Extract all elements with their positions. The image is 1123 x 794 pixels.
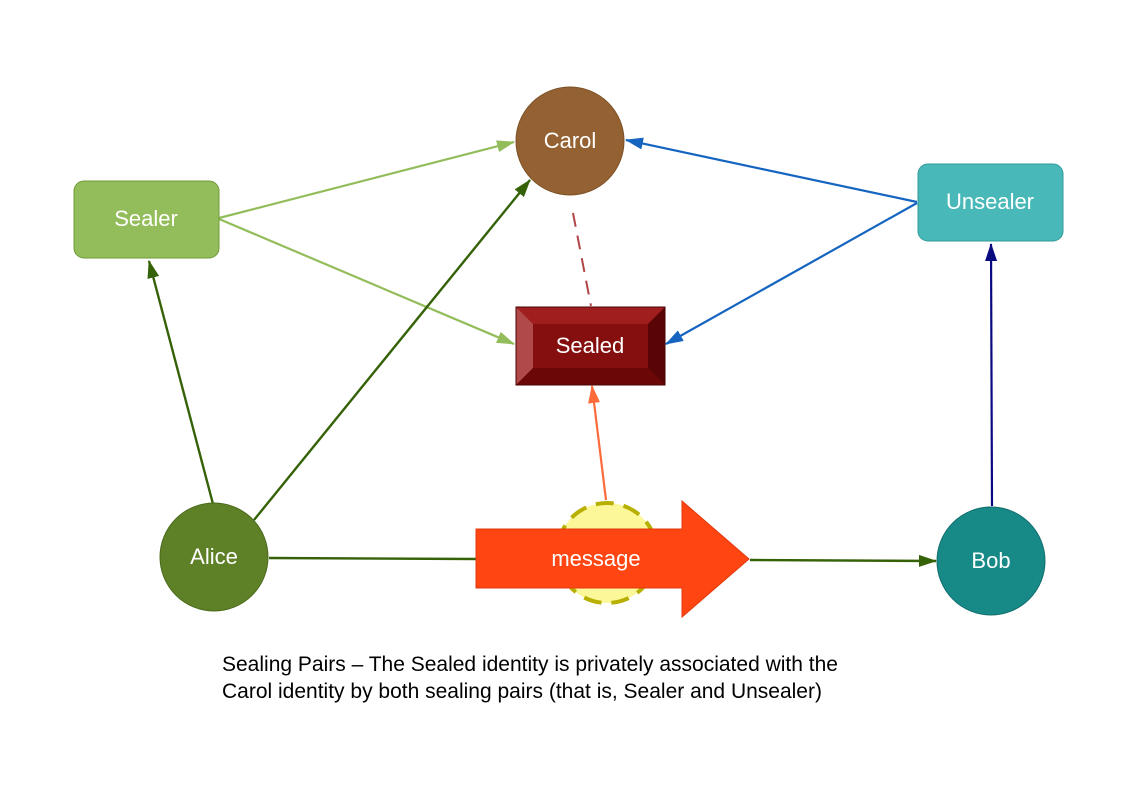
alice-label: Alice: [190, 544, 238, 569]
sealer-label: Sealer: [114, 206, 178, 231]
sealed-label: Sealed: [556, 333, 625, 358]
edge-sealer-to-sealed: [218, 217, 515, 346]
edge-carol-sealed-dashed: [572, 212, 592, 307]
diagram-caption: Sealing Pairs – The Sealed identity is p…: [222, 651, 982, 705]
bob-node[interactable]: Bob: [936, 506, 1046, 616]
edge-unsealer-to-sealed: [665, 202, 918, 345]
message-label: message: [551, 546, 640, 571]
message-arrow[interactable]: message: [475, 499, 750, 619]
unsealer-node[interactable]: Unsealer: [917, 163, 1064, 242]
edge-bob-to-unsealer: [985, 243, 998, 507]
sealer-node[interactable]: Sealer: [73, 180, 220, 259]
edge-alice-to-sealer: [147, 260, 215, 505]
edge-highlight-to-sealed: [588, 385, 608, 501]
alice-node[interactable]: Alice: [159, 502, 269, 612]
edge-unsealer-to-carol: [625, 137, 918, 204]
edge-sealer-to-carol: [218, 140, 515, 220]
edge-message-to-bob: [749, 554, 937, 567]
sealed-node[interactable]: Sealed: [515, 306, 666, 386]
bob-label: Bob: [971, 548, 1010, 573]
carol-node[interactable]: Carol: [515, 86, 625, 196]
caption-line-2: Carol identity by both sealing pairs (th…: [222, 680, 822, 703]
carol-label: Carol: [544, 128, 597, 153]
caption-line-1: Sealing Pairs – The Sealed identity is p…: [222, 653, 838, 676]
edge-alice-to-message: [268, 556, 477, 561]
unsealer-label: Unsealer: [946, 189, 1034, 214]
edge-alice-to-carol: [253, 179, 531, 521]
